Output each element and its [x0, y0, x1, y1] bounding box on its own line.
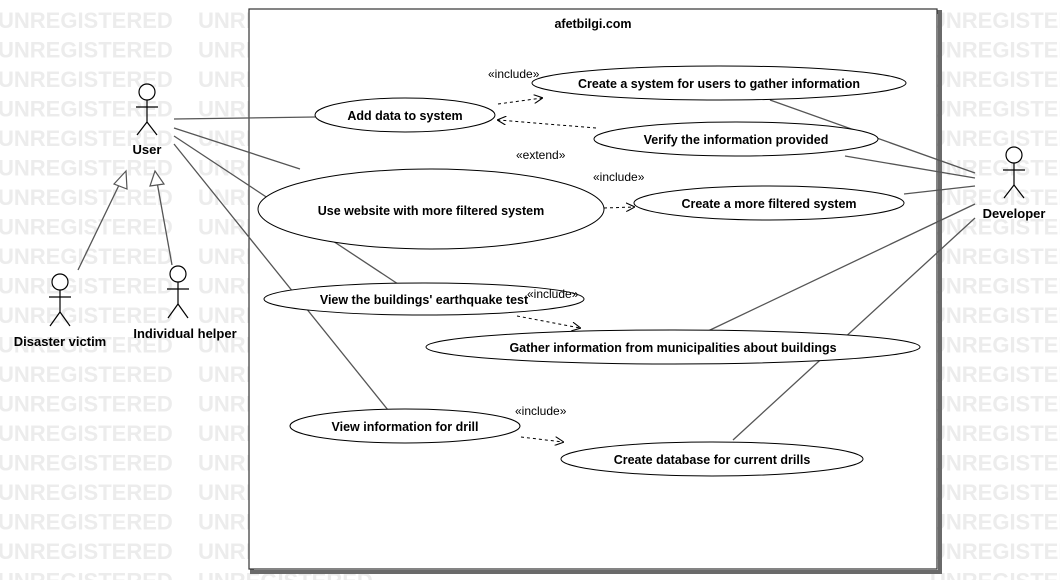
watermark-text: UNREGISTERED — [0, 451, 173, 476]
watermark-text: UNREGISTERED — [0, 156, 173, 181]
watermark-text: UNREGISTERED — [0, 274, 173, 299]
stick-figure-icon — [49, 273, 71, 327]
svg-text:View information for drill: View information for drill — [331, 420, 478, 434]
watermark-text: UNREGISTERED — [930, 392, 1060, 417]
actor-label: Disaster victim — [14, 334, 107, 349]
watermark-text: UNREGISTERED — [0, 303, 173, 328]
watermark-text: UNREGISTERED — [0, 362, 173, 387]
include-arrow-add-data — [497, 98, 542, 105]
svg-text:Create a system for users to g: Create a system for users to gather info… — [578, 77, 860, 91]
svg-text:Create a more filtered system: Create a more filtered system — [681, 197, 856, 211]
watermark-text: UNREGISTERED — [930, 451, 1060, 476]
watermark-text: UNREGISTERED — [0, 244, 173, 269]
actor-developer[interactable]: Developer — [983, 146, 1046, 221]
watermark-text: UNREGISTERED — [930, 421, 1060, 446]
use-case-verify[interactable]: Verify the information provided — [593, 121, 879, 157]
svg-text:Verify the information provide: Verify the information provided — [644, 133, 829, 147]
watermark-text: UNREGISTERED — [0, 569, 173, 580]
assoc-user-drill — [173, 143, 389, 411]
system-title: afetbilgi.com — [554, 17, 631, 31]
stick-figure-icon — [167, 265, 189, 319]
watermark-text: UNREGISTERED — [930, 539, 1060, 564]
assoc-user-add-data — [173, 116, 316, 120]
include-arrow-website — [603, 207, 634, 208]
watermark-text: UNREGISTERED — [0, 392, 173, 417]
watermark-text: UNREGISTERED — [930, 126, 1060, 151]
use-case-gather-system[interactable]: Create a system for users to gather info… — [531, 65, 907, 101]
watermark-text: UNREGISTERED — [930, 274, 1060, 299]
watermark-text: UNREGISTERED — [0, 185, 173, 210]
generalization-victim-user — [77, 180, 122, 271]
svg-text:View the buildings' earthquake: View the buildings' earthquake test — [320, 293, 529, 307]
svg-text:Create database for current dr: Create database for current drills — [614, 453, 811, 467]
use-case-website[interactable]: Use website with more filtered system — [257, 168, 605, 250]
actor-user[interactable]: User — [133, 83, 162, 157]
watermark-text: UNREGISTERED — [0, 510, 173, 535]
dependencies — [498, 98, 634, 442]
use-case-drill[interactable]: View information for drill — [289, 408, 521, 444]
stereotype-include-1: «include» — [488, 67, 540, 81]
watermark-text: UNREGISTERED — [0, 38, 173, 63]
stick-figure-icon — [136, 83, 158, 136]
include-arrow-drill — [520, 436, 563, 442]
actor-label: Developer — [983, 206, 1046, 221]
watermark-text: UNREGISTERED — [0, 126, 173, 151]
watermark-text: UNREGISTERED — [930, 67, 1060, 92]
watermark-text: UNREGISTERED — [0, 97, 173, 122]
watermark-text: UNREGISTERED — [0, 480, 173, 505]
stereotype-extend: «extend» — [516, 148, 566, 162]
watermark-text: UNREGISTERED — [930, 215, 1060, 240]
svg-text:Add data to system: Add data to system — [347, 109, 462, 123]
actor-label: Individual helper — [133, 326, 236, 341]
watermark-text: UNREGISTERED — [930, 97, 1060, 122]
stereotype-include-2: «include» — [593, 170, 645, 184]
watermark-text: UNREGISTERED — [0, 333, 173, 358]
watermark-text: UNREGISTERED — [0, 215, 173, 240]
watermark-text: UNREGISTERED — [930, 480, 1060, 505]
watermark-text: UNREGISTERED — [930, 362, 1060, 387]
extend-arrow-verify — [498, 120, 597, 129]
watermark-text: UNREGISTERED — [930, 38, 1060, 63]
stereotype-include-4: «include» — [515, 404, 567, 418]
use-case-drill-db[interactable]: Create database for current drills — [560, 441, 864, 477]
actor-disaster-victim[interactable]: Disaster victim — [14, 273, 107, 349]
actor-label: User — [133, 142, 162, 157]
use-case-municipal[interactable]: Gather information from municipalities a… — [425, 329, 921, 365]
stereotype-include-3: «include» — [527, 287, 579, 301]
watermark-text: UNREGISTERED — [930, 303, 1060, 328]
generalization-arrowhead — [149, 169, 166, 187]
watermark-text: UNREGISTERED — [930, 8, 1060, 33]
watermark-text: UNREGISTERED — [930, 333, 1060, 358]
include-arrow-buildings — [516, 315, 580, 328]
watermark-text: UNREGISTERED — [0, 8, 173, 33]
stick-figure-icon — [1003, 146, 1025, 199]
use-case-add-data[interactable]: Add data to system — [314, 97, 496, 133]
generalization-arrowhead — [112, 169, 128, 190]
assoc-user-website — [173, 127, 301, 170]
watermark-text: UNREGISTERED — [0, 539, 173, 564]
generalization-helper-user — [156, 181, 173, 266]
watermark-text: UNREGISTERED — [930, 244, 1060, 269]
watermark-text: UNREGISTERED — [930, 569, 1060, 580]
assoc-dev-verify — [844, 155, 976, 179]
generalizations — [77, 169, 173, 271]
assoc-dev-filtered — [903, 185, 976, 195]
svg-text:Gather information from munici: Gather information from municipalities a… — [509, 341, 836, 355]
assoc-dev-municipal — [707, 203, 976, 332]
svg-text:Use website with more filtered: Use website with more filtered system — [318, 204, 544, 218]
use-case-buildings[interactable]: View the buildings' earthquake test — [263, 282, 585, 316]
watermark-text: UNREGISTERED — [0, 421, 173, 446]
assoc-dev-drill-db — [732, 217, 976, 441]
actor-individual-helper[interactable]: Individual helper — [133, 265, 237, 341]
use-case-filtered[interactable]: Create a more filtered system — [633, 185, 905, 221]
watermark-text: UNREGISTERED — [198, 569, 373, 580]
watermark-text: UNREGISTERED — [930, 156, 1060, 181]
watermark-text: UNREGISTERED — [930, 510, 1060, 535]
